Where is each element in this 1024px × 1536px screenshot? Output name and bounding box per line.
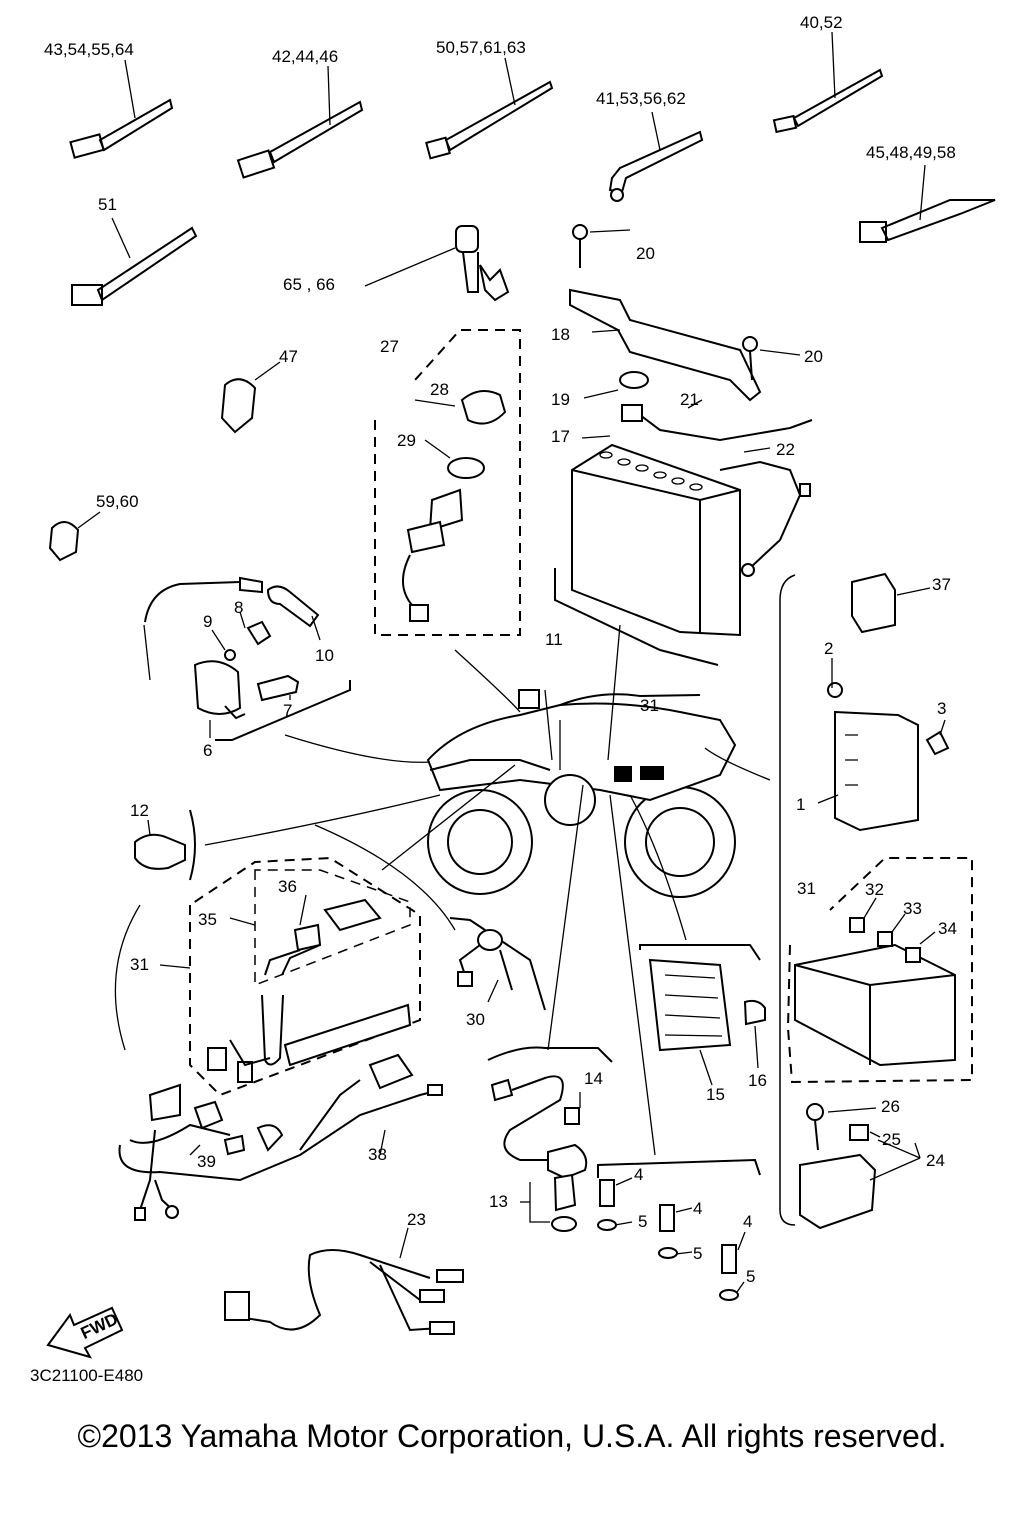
callout-label: 9 — [203, 612, 212, 631]
cable-tie-41 — [608, 111, 704, 202]
callout-label: 3 — [937, 699, 946, 718]
callout-label: 11 — [545, 630, 563, 649]
cable-tie-43 — [69, 59, 174, 159]
callout-label: 38 — [368, 1145, 387, 1164]
callout-label: 13 — [489, 1192, 508, 1211]
callout-label: 14 — [584, 1069, 603, 1088]
figure-code: 3C21100-E480 — [30, 1366, 144, 1385]
callout-label: 5 — [746, 1267, 755, 1286]
sensor-30 — [449, 917, 546, 1011]
cable-tie-42 — [236, 65, 364, 179]
callout-label: 5 — [693, 1244, 702, 1263]
callout-label: 1 — [796, 795, 805, 814]
callout-label: 37 — [932, 575, 951, 594]
callout-label: 59,60 — [96, 492, 139, 511]
callout-label: 30 — [466, 1010, 485, 1029]
copyright-notice: ©2013 Yamaha Motor Corporation, U.S.A. A… — [77, 1418, 947, 1454]
callout-label: 47 — [279, 347, 298, 366]
callout-label: 41,53,56,62 — [596, 89, 686, 108]
callout-label: 10 — [315, 646, 334, 665]
callout-label: 40,52 — [800, 13, 843, 32]
callout-label: 28 — [430, 380, 449, 399]
callout-label: 12 — [130, 801, 149, 820]
callout-label: 17 — [551, 427, 570, 446]
callout-label: 2 — [824, 639, 833, 658]
speed-sensor-group — [487, 1046, 613, 1232]
battery — [554, 399, 813, 666]
cable-tie-45 — [859, 164, 996, 243]
callout-label: 45,48,49,58 — [866, 143, 956, 162]
fuse-box-group — [786, 857, 973, 1084]
neutral-switch-12 — [134, 809, 196, 881]
callout-label: 31 — [130, 955, 149, 974]
rectifier-regulator — [639, 944, 766, 1086]
callout-label: 51 — [98, 195, 117, 214]
battery-bracket — [569, 224, 801, 402]
callout-label: 39 — [197, 1152, 216, 1171]
callout-label: 20 — [804, 347, 823, 366]
callout-label: 42,44,46 — [272, 47, 338, 66]
callout-label: 19 — [551, 390, 570, 409]
callout-label: 26 — [881, 1097, 900, 1116]
callout-label: 16 — [748, 1071, 767, 1090]
part-callouts: 43,54,55,64 42,44,46 50,57,61,63 40,52 41,53… — [44, 13, 957, 1286]
callout-label: 6 — [203, 741, 212, 760]
ignition-coil-group — [143, 576, 351, 741]
leader-lines — [114, 624, 771, 1156]
callout-label: 24 — [926, 1151, 945, 1170]
holder-47 — [220, 361, 281, 434]
main-switch-group — [374, 264, 521, 636]
key — [364, 225, 479, 293]
cable-tie-51 — [71, 217, 198, 306]
callout-label: 43,54,55,64 — [44, 40, 134, 59]
starter-relay — [799, 1103, 921, 1230]
callout-label: 35 — [198, 910, 217, 929]
callout-label: 15 — [706, 1085, 725, 1104]
callout-label: 4 — [634, 1165, 643, 1184]
callout-label: 65 , 66 — [283, 275, 335, 294]
callout-label: 21 — [680, 390, 699, 409]
callout-label: 31 — [640, 696, 659, 715]
electrical-parts-diagram: 43,54,55,64 42,44,46 50,57,61,63 40,52 41,53… — [44, 13, 996, 1359]
callout-label: 25 — [882, 1130, 901, 1149]
wire-harness-23 — [224, 1227, 464, 1335]
callout-label: 4 — [693, 1199, 702, 1218]
callout-label: 31 — [797, 879, 816, 898]
callout-label: 27 — [380, 337, 399, 356]
callout-label: 34 — [938, 919, 957, 938]
callout-label: 29 — [397, 431, 416, 450]
wire-harness-group-31 — [159, 856, 421, 1097]
wire-harness-38-39 — [118, 1053, 443, 1221]
relay-37 — [851, 572, 931, 634]
atv-vehicle — [426, 689, 737, 898]
callout-label: 18 — [551, 325, 570, 344]
callout-label: 20 — [636, 244, 655, 263]
callout-label: 5 — [638, 1212, 647, 1231]
callout-label: 23 — [407, 1210, 426, 1229]
callout-label: 7 — [283, 701, 292, 720]
fwd-arrow — [46, 1306, 124, 1359]
callout-label: 50,57,61,63 — [436, 38, 526, 57]
cable-tie-40 — [772, 31, 884, 134]
callout-label: 36 — [278, 877, 297, 896]
callout-label: 32 — [865, 880, 884, 899]
callout-label: 8 — [234, 598, 243, 617]
cable-tie-50 — [425, 57, 554, 160]
bolts-4-5 — [597, 1158, 761, 1301]
holder-59 — [48, 511, 101, 562]
cdi-unit — [779, 574, 950, 1226]
callout-label: 22 — [776, 440, 795, 459]
callout-label: 4 — [743, 1212, 752, 1231]
callout-label: 33 — [903, 899, 922, 918]
